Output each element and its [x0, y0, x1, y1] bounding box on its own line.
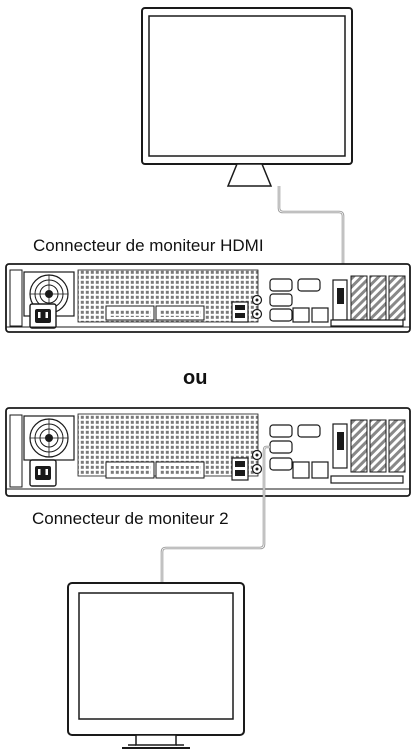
monitor-2-connector-label: Connecteur de moniteur 2 [32, 509, 229, 528]
monitor-2 [67, 582, 245, 749]
hdmi-monitor-screen [148, 15, 346, 157]
monitor-2-screen [78, 592, 234, 720]
server-rear-panel-2 [5, 407, 411, 497]
monitor-2-stand [135, 734, 177, 746]
monitor-2-bezel [67, 582, 245, 736]
hdmi-connector-label: Connecteur de moniteur HDMI [33, 236, 264, 255]
server-rear-panel-1 [5, 263, 411, 333]
hdmi-monitor-bezel [141, 7, 353, 165]
hdmi-port [337, 288, 344, 304]
power-inlet [29, 303, 57, 329]
or-separator: ou [183, 367, 208, 389]
monitor-2-port [269, 440, 293, 454]
power-inlet [29, 459, 57, 487]
hdmi-monitor [141, 7, 353, 187]
fan-grille [23, 415, 75, 461]
hdmi-monitor-stand [226, 163, 273, 187]
